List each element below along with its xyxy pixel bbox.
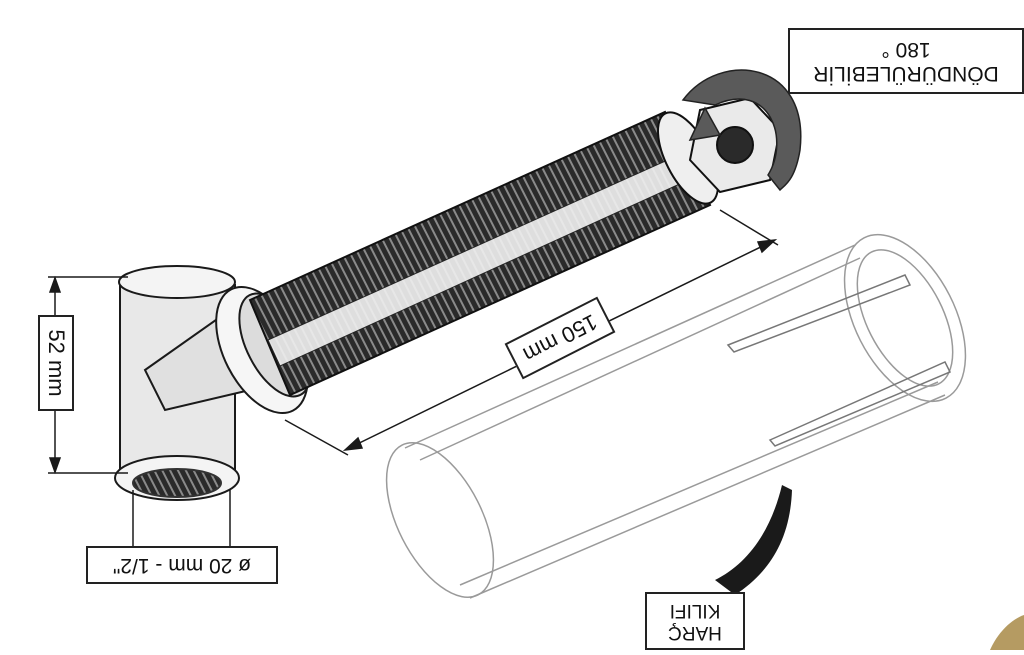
rotatable-text: DÖNDÜRÜLEBİLİR <box>813 62 999 85</box>
mortar-sleeve <box>385 233 967 599</box>
tee-fitting <box>114 265 312 501</box>
diameter-text: ø 20 mm - 1/2" <box>112 554 252 577</box>
rotation-arrow <box>681 69 802 192</box>
sleeve-text-line1: HARÇ <box>668 622 722 643</box>
rotatable-label-box: DÖNDÜRÜLEBİLİR 180 ° <box>788 28 1024 94</box>
degrees-text: 180 ° <box>881 38 931 61</box>
sleeve-leader-arrow <box>715 485 792 595</box>
sleeve-text-line2: KILIFI <box>669 600 721 621</box>
height-text: 52 mm <box>44 329 69 397</box>
corner-decoration <box>990 615 1024 650</box>
sleeve-label-box: HARÇ KILIFI <box>645 592 745 650</box>
ribbed-extension-tube <box>248 110 719 397</box>
diameter-dimension <box>132 490 231 548</box>
diameter-label-box: ø 20 mm - 1/2" <box>86 546 278 584</box>
height-label-box: 52 mm <box>38 315 74 411</box>
